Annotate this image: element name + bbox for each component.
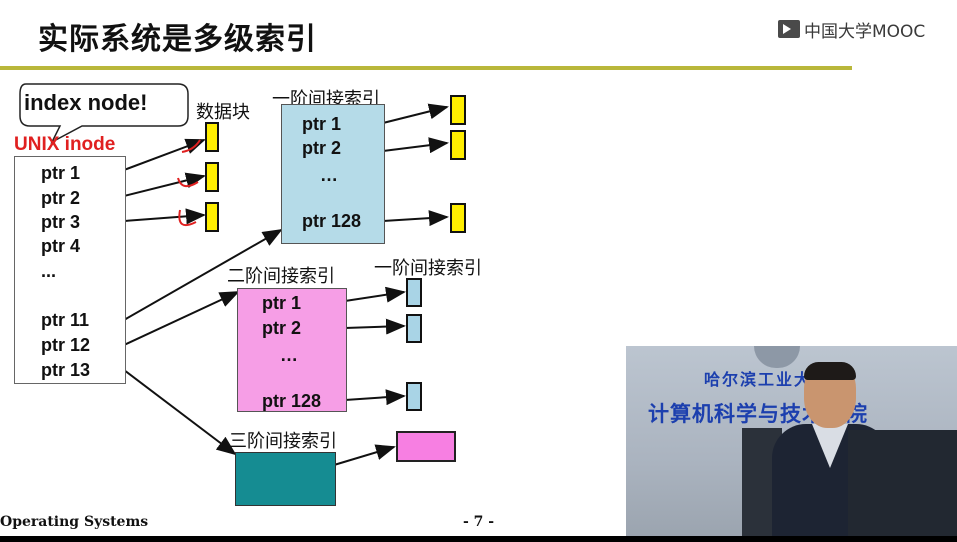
inode-row: ptr 3 [41, 212, 81, 232]
level1-row: … [320, 165, 338, 185]
slide-title: 实际系统是多级索引 [38, 22, 317, 57]
mooc-logo: 中国大学MOOC [778, 16, 925, 42]
bottom-edge [0, 536, 957, 542]
title-underline [0, 66, 852, 70]
data-block [205, 122, 219, 152]
index-block [406, 314, 422, 343]
level2-row: … [280, 345, 298, 365]
data-block [450, 95, 466, 125]
mooc-logo-text: 中国大学MOOC [804, 21, 926, 42]
inode-row: ptr 11 [41, 310, 90, 330]
mooc-play-icon [778, 20, 800, 38]
inode-row: ptr 12 [41, 335, 91, 355]
inode-row: ... [41, 261, 57, 281]
monitor [848, 430, 957, 542]
inode-row: ptr 4 [41, 236, 81, 256]
footer-page-number: - 7 - [463, 514, 495, 530]
level3-index-label: 三阶间接索引 [229, 431, 337, 452]
university-emblem [754, 346, 800, 368]
level1-row: ptr 128 [302, 211, 362, 231]
callout-text: index node! [24, 90, 148, 115]
level2-row: ptr 2 [262, 318, 302, 338]
inode-row: ptr 1 [41, 163, 81, 183]
footer-course: Operating Systems [0, 514, 149, 530]
index-block [406, 278, 422, 307]
level2-row: ptr 1 [262, 293, 302, 313]
index-block [406, 382, 422, 411]
level2-index-table: ptr 1 ptr 2 … ptr 128 [237, 288, 347, 412]
inode-row: ptr 2 [41, 188, 81, 208]
inode-row: ptr 13 [41, 360, 91, 380]
level2-index-label: 二阶间接索引 [227, 266, 335, 287]
level3-index-table [235, 452, 336, 506]
instructor-video[interactable]: 哈尔滨工业大 计算机科学与技术学院 [626, 346, 957, 542]
level2-row: ptr 128 [262, 391, 322, 411]
speech-bubble [19, 83, 189, 144]
inode-table: ptr 1 ptr 2 ptr 3 ptr 4 ... ptr 11 ptr 1… [14, 156, 126, 384]
data-block-label: 数据块 [196, 102, 250, 123]
presenter-hair [804, 362, 856, 380]
data-block [450, 203, 466, 233]
level1-index-label-right: 一阶间接索引 [374, 258, 482, 279]
data-block [205, 202, 219, 232]
level3-target-block [396, 431, 456, 462]
data-block [450, 130, 466, 160]
level1-row: ptr 1 [302, 114, 342, 134]
university-name: 哈尔滨工业大 [704, 370, 813, 389]
level1-row: ptr 2 [302, 138, 342, 158]
level1-index-table: ptr 1 ptr 2 … ptr 128 [281, 104, 385, 244]
data-block [205, 162, 219, 192]
inode-title: UNIX inode [14, 134, 116, 155]
